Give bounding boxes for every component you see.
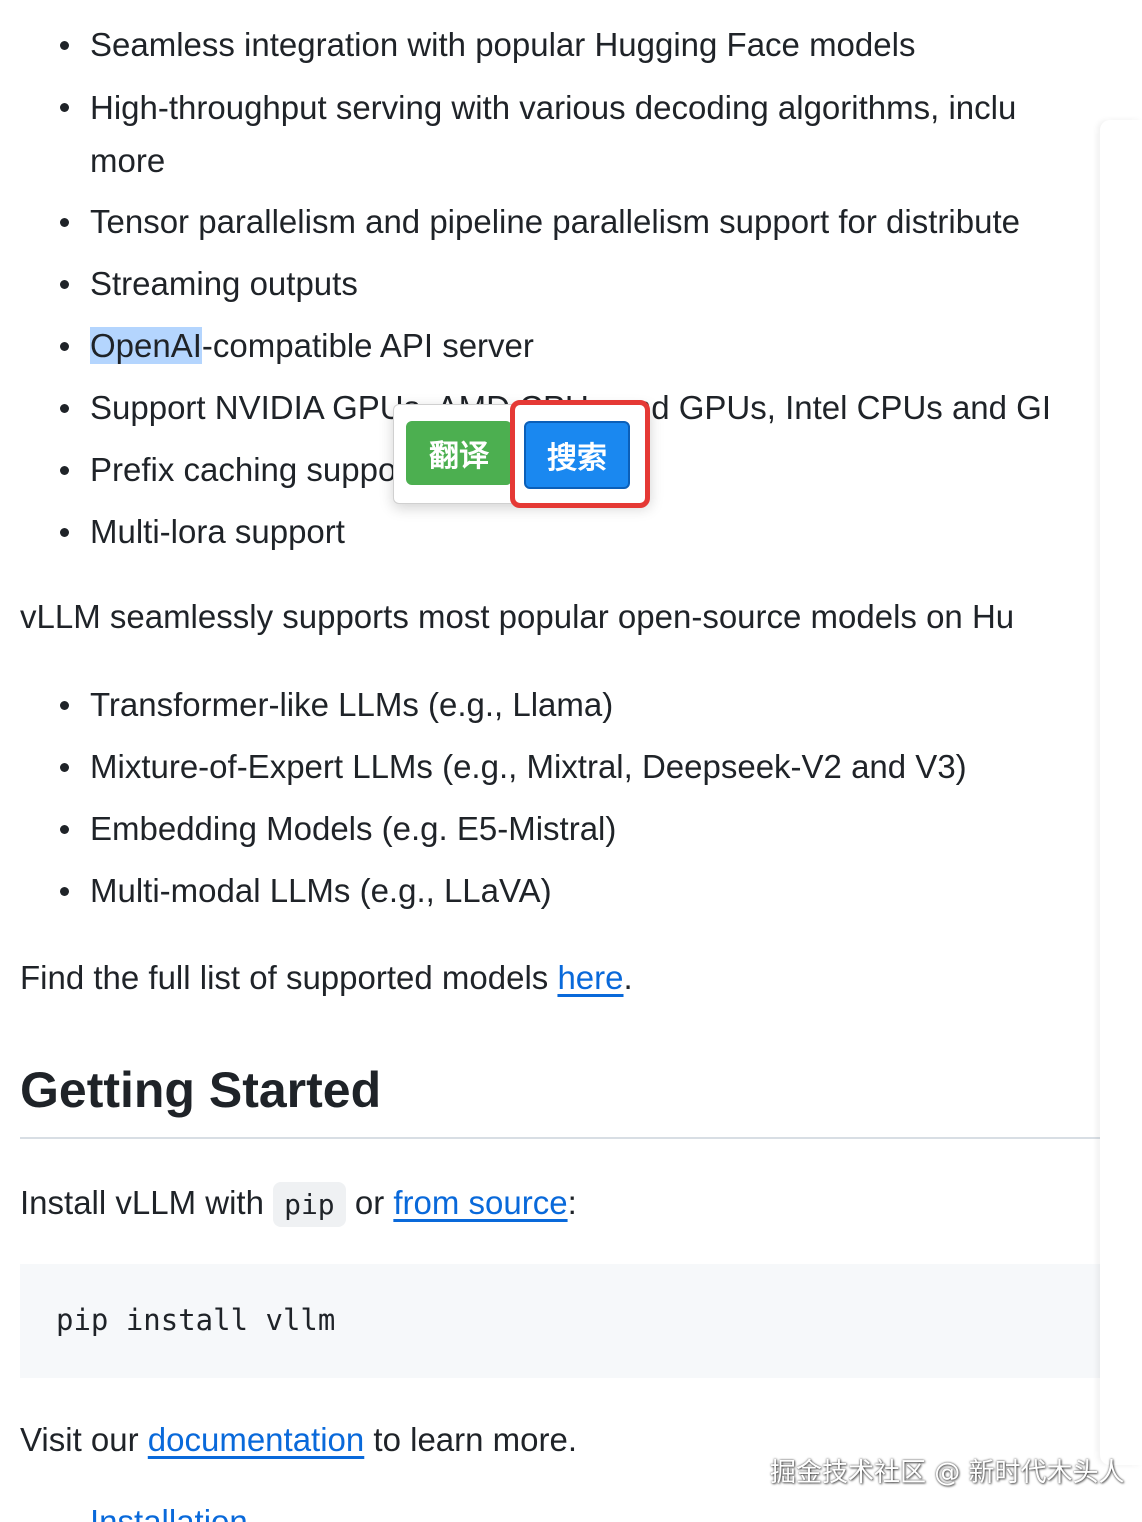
list-item-text-continued: more	[90, 142, 166, 179]
search-button[interactable]: 搜索	[524, 421, 630, 489]
pip-inline-code: pip	[273, 1182, 346, 1227]
here-link[interactable]: here	[557, 959, 624, 996]
installation-link-partial[interactable]: Installation	[90, 1500, 248, 1522]
list-item-text: High-throughput serving with various dec…	[90, 89, 1017, 126]
list-item: Multi-lora support	[60, 506, 1100, 558]
installation-link[interactable]: Installation	[90, 1503, 248, 1522]
list-item: Mixture-of-Expert LLMs (e.g., Mixtral, D…	[60, 741, 1100, 793]
feature-list: Seamless integration with popular Huggin…	[60, 19, 1100, 558]
list-item: High-throughput serving with various dec…	[60, 81, 1100, 187]
list-item: OpenAI-compatible API server	[60, 320, 1100, 372]
list-item: Tensor parallelism and pipeline parallel…	[60, 196, 1100, 248]
selection-popup: 翻译 搜索	[393, 404, 650, 504]
documentation-link[interactable]: documentation	[147, 1421, 365, 1458]
selected-text[interactable]: OpenAI	[90, 327, 202, 364]
install-text: Install vLLM with pip or from source:	[20, 1181, 577, 1227]
side-panel	[1100, 120, 1142, 1465]
code-text: pip install vllm	[56, 1303, 336, 1337]
list-item: Seamless integration with popular Huggin…	[60, 19, 1100, 71]
models-intro-text: vLLM seamlessly supports most popular op…	[20, 598, 1015, 635]
full-list-prefix: Find the full list of supported models	[20, 959, 558, 996]
install-mid: or	[345, 1184, 394, 1221]
list-item: Embedding Models (e.g. E5-Mistral)	[60, 803, 1100, 855]
getting-started-heading: Getting Started	[20, 1062, 382, 1118]
from-source-link[interactable]: from source	[393, 1184, 568, 1221]
list-item: Prefix caching support	[60, 444, 1100, 496]
model-type-list: Transformer-like LLMs (e.g., Llama) Mixt…	[60, 679, 1100, 917]
install-code-block[interactable]: pip install vllm	[20, 1264, 1100, 1378]
install-suffix: :	[567, 1184, 577, 1221]
visit-docs-text: Visit our documentation to learn more.	[20, 1418, 577, 1462]
full-list-text: Find the full list of supported models h…	[20, 956, 633, 1000]
readme-content: Seamless integration with popular Huggin…	[20, 19, 1100, 1522]
list-item: Multi-modal LLMs (e.g., LLaVA)	[60, 865, 1100, 917]
list-item-text: -compatible API server	[201, 327, 534, 364]
install-prefix: Install vLLM with	[20, 1184, 274, 1221]
list-item: Streaming outputs	[60, 258, 1100, 310]
visit-prefix: Visit our	[20, 1421, 148, 1458]
watermark: 掘金技术社区 @ 新时代木头人	[770, 1458, 1125, 1488]
list-item: Transformer-like LLMs (e.g., Llama)	[60, 679, 1100, 731]
heading-divider	[20, 1137, 1100, 1139]
full-list-suffix: .	[623, 959, 633, 996]
translate-button[interactable]: 翻译	[406, 421, 512, 485]
visit-suffix: to learn more.	[364, 1421, 578, 1458]
